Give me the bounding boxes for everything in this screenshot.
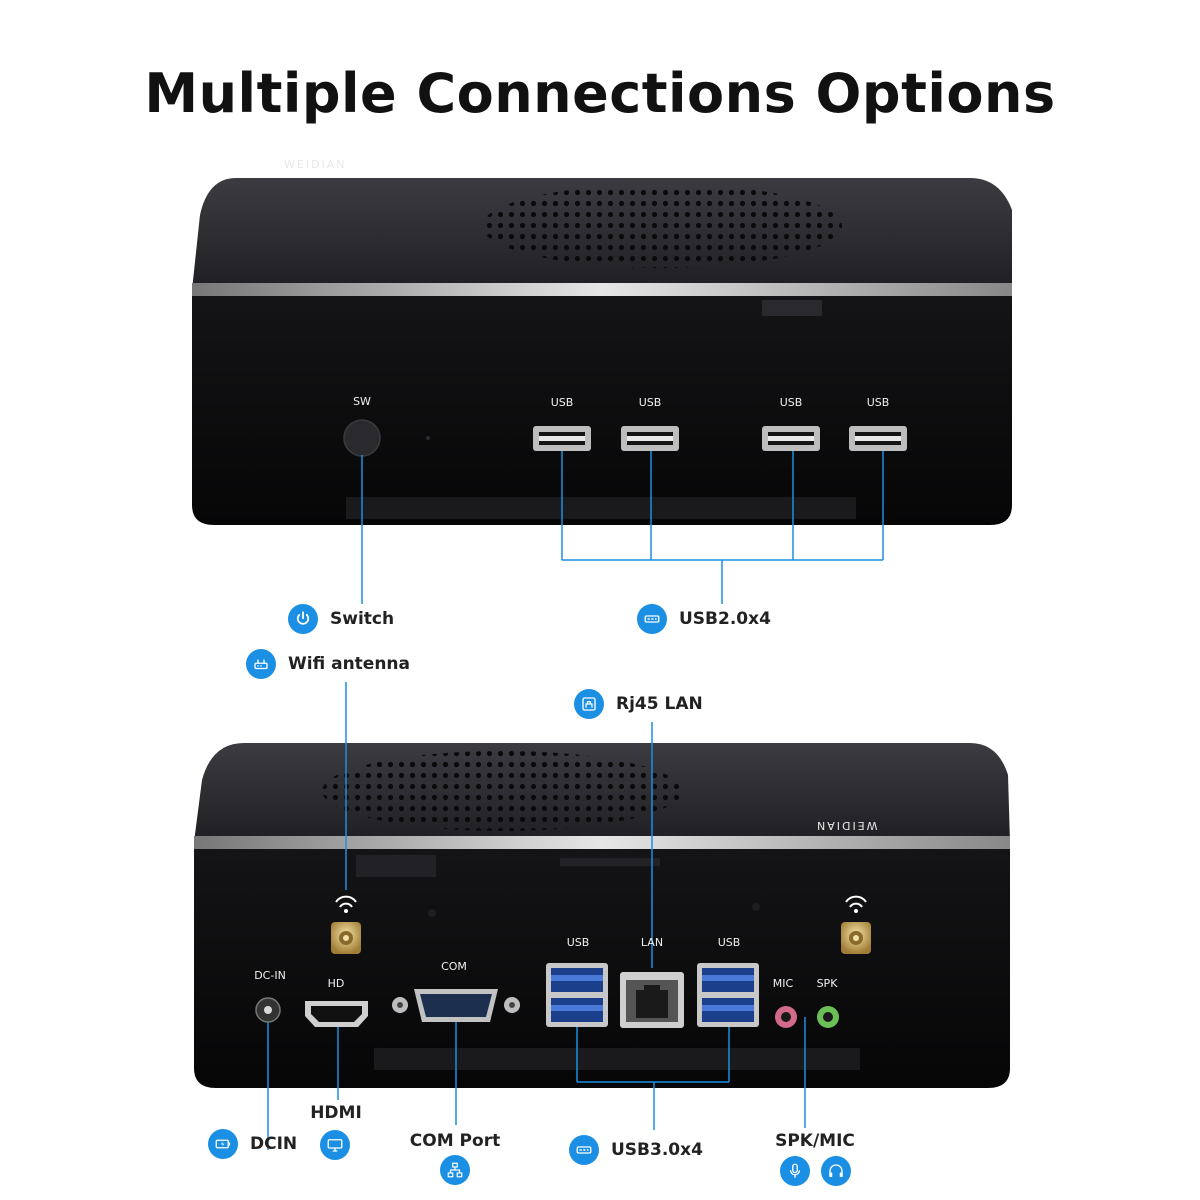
callout-rj45: Rj45 LAN [574,689,703,719]
callout-switch-label: Switch [330,609,395,629]
wifi-antenna-connector-left [331,895,361,954]
port-label-usb-3: USB [779,396,803,409]
bottom-screw-hole-1 [428,909,436,917]
usb3-stack-left [546,963,608,1027]
page-title: Multiple Connections Options [144,62,1056,125]
top-device-rim [192,283,1012,296]
bottom-device [194,743,1010,1088]
callout-switch: Switch [288,604,394,634]
port-label-usb-2: USB [638,396,662,409]
top-device [192,178,1012,525]
port-label-lan: LAN [640,936,664,949]
microphone-icon [780,1156,810,1186]
callout-wifi: Wifi antenna [246,649,410,679]
callout-spkmic-label: SPK/MIC [775,1131,855,1151]
ethernet-icon [574,689,604,719]
lan-port [620,972,684,1028]
network-tree-icon [440,1155,470,1185]
callout-usb3-label: USB3.0x4 [611,1140,703,1160]
hdmi-port [305,1001,368,1027]
port-label-sw: SW [353,395,371,408]
port-label-usb-1: USB [550,396,574,409]
bottom-device-slot [374,1048,860,1070]
usb-icon [569,1135,599,1165]
bottom-device-brand: WEIDIAN [815,819,878,832]
callout-dcin: DCIN [208,1129,297,1159]
com-port [392,989,520,1022]
headphones-icon [821,1156,851,1186]
battery-charge-icon [208,1129,238,1159]
port-label-hd: HD [327,977,345,990]
port-label-spk: SPK [816,977,838,990]
bottom-device-vent [322,751,682,831]
port-label-usb-left: USB [566,936,590,949]
usb3-stack-right [697,963,759,1027]
bottom-screw-hole-2 [752,903,760,911]
power-icon [288,604,318,634]
usb2-port-2 [621,426,679,451]
usb-icon [637,604,667,634]
callout-hdmi-icon-wrap [320,1130,350,1160]
usb2-port-4 [849,426,907,451]
bottom-device-bracket-1 [356,855,436,877]
callout-rj45-label: Rj45 LAN [616,694,703,714]
top-device-tab [762,300,822,316]
bottom-connector-lines [267,682,806,1150]
callout-usb2: USB2.0x4 [637,604,771,634]
power-led [426,436,430,440]
dcin-port [255,997,281,1023]
mic-jack [775,1006,797,1028]
port-label-com: COM [441,960,467,973]
top-device-vent [482,184,842,268]
port-label-dcin: DC-IN [254,969,286,982]
port-label-usb-4: USB [866,396,890,409]
bottom-device-bracket-2 [560,858,660,866]
bottom-device-rim [194,836,1010,849]
callout-dcin-label: DCIN [250,1134,298,1154]
power-button [343,419,381,457]
monitor-icon [320,1130,350,1160]
top-connector-lines [361,451,884,604]
callout-hdmi-label: HDMI [310,1103,362,1123]
top-device-front [192,296,1012,525]
port-label-usb-right: USB [717,936,741,949]
top-device-slot [346,497,856,519]
callout-com-icon-wrap [440,1155,470,1185]
usb2-port-1 [533,426,591,451]
callout-mic-icon-wrap [780,1156,810,1186]
router-icon [246,649,276,679]
spk-jack [817,1006,839,1028]
callout-usb2-label: USB2.0x4 [679,609,771,629]
top-device-brand: WEIDIAN [284,158,347,171]
callout-spk-icon-wrap [821,1156,851,1186]
wifi-antenna-connector-right [841,895,871,954]
callout-com-label: COM Port [409,1131,501,1151]
port-label-mic: MIC [772,977,794,990]
callout-usb3: USB3.0x4 [569,1135,703,1165]
usb2-port-3 [762,426,820,451]
callout-wifi-label: Wifi antenna [288,654,411,674]
